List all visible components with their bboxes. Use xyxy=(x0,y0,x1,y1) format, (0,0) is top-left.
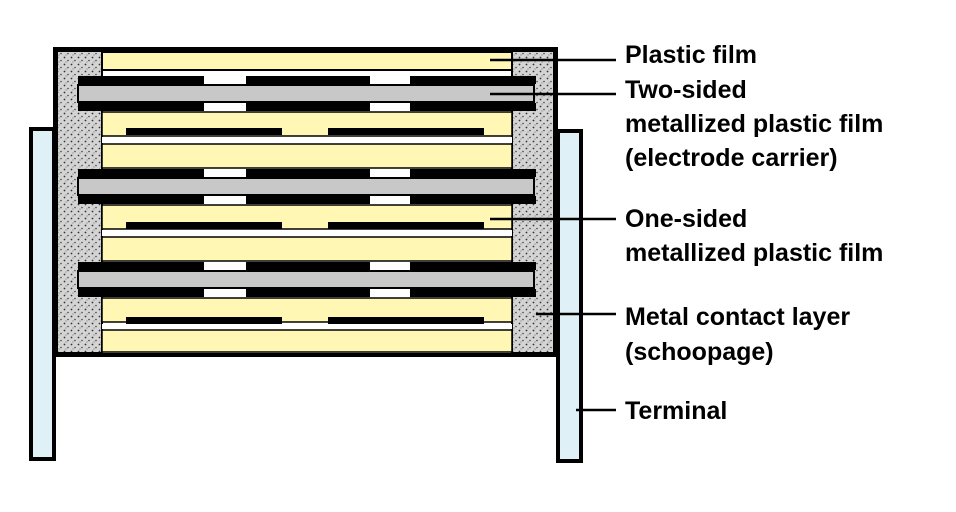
one-sided-metallized-film-2 xyxy=(101,204,513,262)
two-sided-metallized-film-3 xyxy=(77,262,536,297)
label-one-sided-line1: One-sided xyxy=(625,205,748,233)
label-two-sided-line2: metallized plastic film xyxy=(625,110,884,138)
left-terminal xyxy=(29,127,56,461)
label-plastic-film: Plastic film xyxy=(625,41,757,69)
label-two-sided-line1: Two-sided xyxy=(625,76,747,104)
label-two-sided-line3: (electrode carrier) xyxy=(625,144,838,172)
two-sided-metallized-film-2 xyxy=(77,169,536,204)
one-sided-metallized-film-1 xyxy=(101,111,513,169)
leader-lines xyxy=(490,58,616,412)
label-metal-contact-line2: (schoopage) xyxy=(625,338,774,366)
one-sided-metallized-film-3 xyxy=(101,297,513,353)
film-stack xyxy=(77,51,536,353)
plastic-film-layer xyxy=(101,51,513,71)
label-one-sided-line2: metallized plastic film xyxy=(625,239,884,267)
label-metal-contact-line1: Metal contact layer xyxy=(625,303,851,331)
label-terminal: Terminal xyxy=(625,397,728,425)
two-sided-metallized-film-1 xyxy=(77,76,536,111)
right-terminal xyxy=(556,129,583,463)
